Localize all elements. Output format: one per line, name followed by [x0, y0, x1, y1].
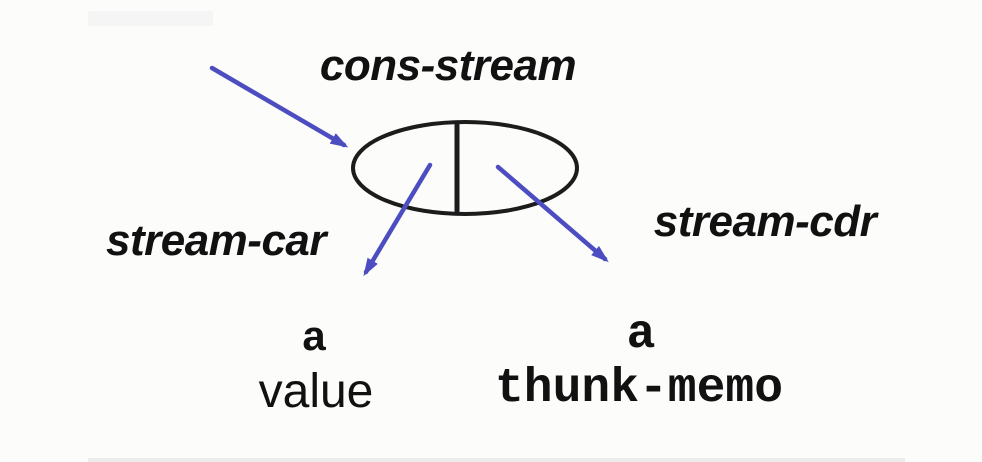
stream-car-label: stream-car — [105, 216, 327, 265]
cdr-result-word: a — [626, 308, 656, 362]
cons-stream-arrow — [209, 65, 349, 148]
car-result-word: a — [302, 312, 326, 359]
faint-artifact-bottom-edge — [88, 458, 905, 462]
cdr-result-value: thunk-memo — [494, 362, 784, 416]
car-result-value: value — [258, 365, 374, 418]
faint-artifact-top-left — [88, 11, 213, 26]
stream-cdr-arrow — [495, 164, 609, 263]
cons-cell-ellipse — [351, 120, 579, 216]
stream-car-arrow — [363, 162, 433, 277]
stream-cdr-label: stream-cdr — [653, 197, 877, 246]
cons-stream-label: cons-stream — [319, 41, 577, 90]
